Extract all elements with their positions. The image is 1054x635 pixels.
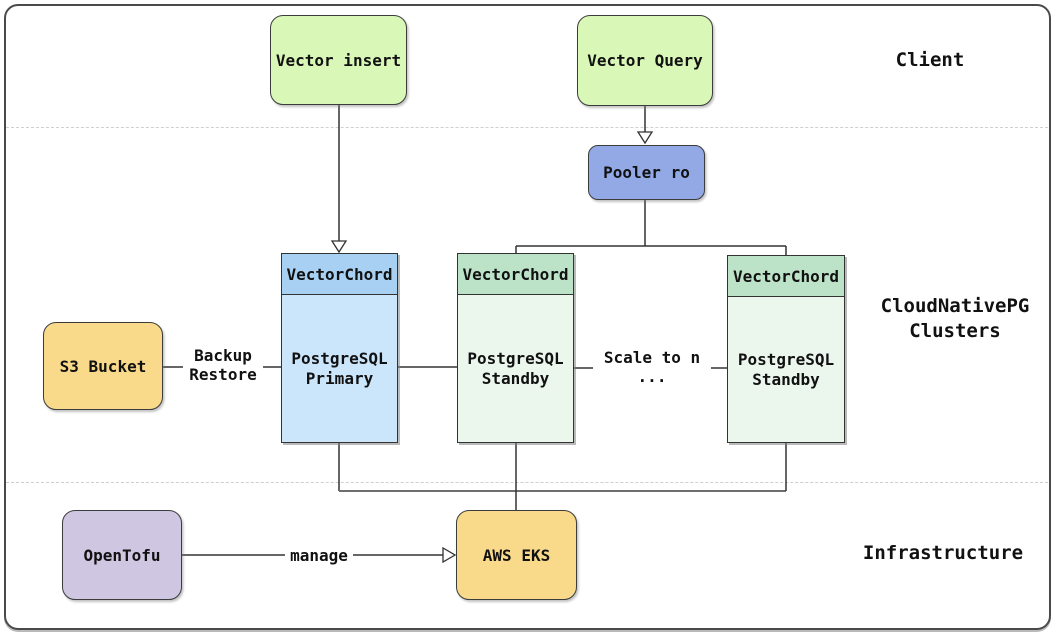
- node-postgresql-primary-line2: Primary: [305, 368, 374, 388]
- node-postgresql-standby-2-body: PostgreSQL Standby: [728, 297, 844, 442]
- node-postgresql-standby-1-header: VectorChord: [458, 254, 573, 295]
- node-postgresql-primary-header: VectorChord: [282, 254, 397, 295]
- arrowhead-down-pooler-icon: [636, 131, 654, 145]
- arrowhead-down-primary-icon: [330, 240, 348, 254]
- node-opentofu-label: OpenTofu: [83, 545, 161, 565]
- band-divider-client-clusters: [6, 127, 1048, 128]
- band-label-clusters-line2: Clusters: [909, 320, 1001, 342]
- edge-label-scale-to-n: Scale to n...: [593, 347, 711, 387]
- edge-label-backup: Backup: [194, 346, 252, 365]
- node-vector-insert: Vector insert: [270, 15, 407, 105]
- edge-label-restore: Restore: [189, 365, 257, 384]
- band-label-clusters-line1: CloudNativePG: [880, 295, 1030, 317]
- node-s3-bucket-label: S3 Bucket: [59, 356, 147, 376]
- node-postgresql-standby-1-line2: Standby: [481, 368, 550, 388]
- node-pooler-ro: Pooler ro: [588, 145, 705, 200]
- band-label-infrastructure: Infrastructure: [862, 542, 1024, 564]
- node-pooler-ro-label: Pooler ro: [603, 163, 690, 182]
- node-aws-eks: AWS EKS: [456, 510, 577, 600]
- node-postgresql-standby-1-line1: PostgreSQL: [467, 348, 564, 368]
- node-postgresql-standby-1-body: PostgreSQL Standby: [458, 295, 573, 442]
- node-aws-eks-label: AWS EKS: [482, 545, 551, 565]
- node-postgresql-standby-1: VectorChord PostgreSQL Standby: [457, 253, 574, 443]
- band-label-client: Client: [895, 49, 965, 71]
- node-postgresql-standby-2-line2: Standby: [752, 369, 820, 389]
- node-postgresql-standby-2-header: VectorChord: [728, 256, 844, 297]
- node-vector-query: Vector Query: [577, 15, 713, 106]
- node-s3-bucket: S3 Bucket: [43, 322, 163, 410]
- node-vector-insert-label: Vector insert: [275, 50, 402, 70]
- node-vector-query-label: Vector Query: [587, 51, 703, 70]
- edge-label-scale-line2: ...: [637, 367, 667, 386]
- edge-label-scale-line1: Scale to n: [603, 348, 701, 367]
- arrowhead-right-eks-icon: [442, 546, 457, 564]
- node-postgresql-standby-2: VectorChord PostgreSQL Standby: [727, 255, 845, 443]
- edge-label-manage: manage: [285, 545, 353, 566]
- band-label-clusters: CloudNativePG Clusters: [855, 294, 1054, 344]
- node-opentofu: OpenTofu: [62, 510, 182, 600]
- node-postgresql-primary-body: PostgreSQL Primary: [282, 295, 397, 442]
- band-divider-clusters-infrastructure: [6, 482, 1048, 483]
- node-postgresql-primary-line1: PostgreSQL: [291, 348, 388, 368]
- node-postgresql-standby-2-line1: PostgreSQL: [737, 349, 835, 369]
- node-postgresql-primary: VectorChord PostgreSQL Primary: [281, 253, 398, 443]
